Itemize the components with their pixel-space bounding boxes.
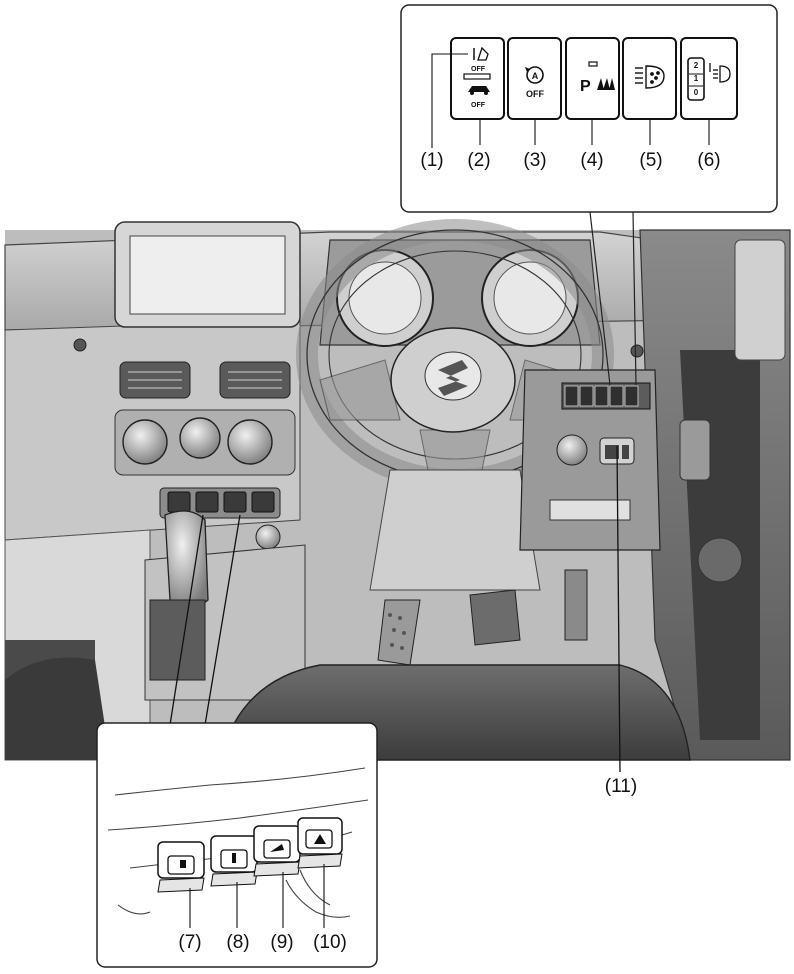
switch-1-2: OFF OFF — [451, 38, 504, 119]
lower-switch-8 — [211, 836, 257, 886]
park-letter: P — [580, 78, 591, 95]
callout-6: (6) — [697, 150, 720, 171]
callout-8: (8) — [226, 932, 249, 953]
switch-6: 2 1 0 — [681, 38, 737, 119]
callout-11: (11) — [605, 776, 637, 797]
switch-4: P — [566, 38, 619, 119]
switch-1-off-text: OFF — [471, 66, 486, 73]
dial-0: 0 — [694, 88, 699, 97]
callout-10: (10) — [313, 932, 347, 953]
callout-7: (7) — [178, 932, 201, 953]
callout-2: (2) — [467, 150, 490, 171]
dial-2: 2 — [694, 61, 699, 70]
switch-3: A OFF — [508, 38, 561, 119]
callout-3: (3) — [523, 150, 546, 171]
auto-letter: A — [532, 71, 539, 81]
callout-4: (4) — [580, 150, 603, 171]
lower-switch-7 — [158, 842, 204, 892]
lower-switch-9 — [254, 826, 300, 876]
switch-2-off-text: OFF — [471, 102, 486, 109]
switch-8-icon — [232, 853, 236, 863]
switch-7-icon — [180, 860, 186, 868]
callout-1: (1) — [420, 150, 443, 171]
dial-1: 1 — [694, 74, 699, 83]
dashboard-illustration — [5, 222, 790, 760]
lower-switch-10 — [298, 818, 342, 868]
callout-5: (5) — [639, 150, 662, 171]
callout-9: (9) — [270, 932, 293, 953]
auto-off-text: OFF — [526, 89, 544, 99]
switch-5 — [623, 38, 676, 119]
